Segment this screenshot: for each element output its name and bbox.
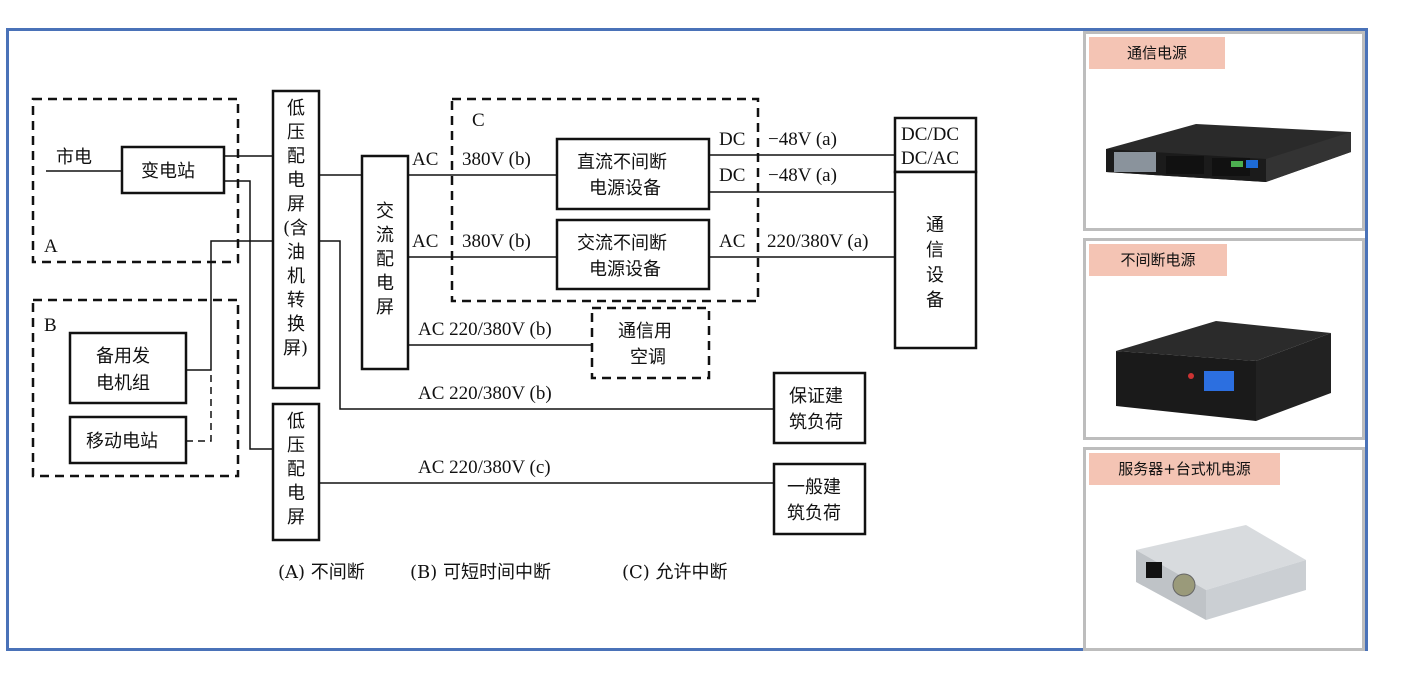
lv-main-char: 油 <box>287 242 305 263</box>
lv-main-char: 换 <box>287 314 305 335</box>
comm-eq-char: 设 <box>926 265 944 286</box>
ac-panel-char: 电 <box>376 273 394 294</box>
mobile-station-link <box>186 370 212 442</box>
ac3-prefix: AC <box>719 231 745 252</box>
ac1-value: 380V (b) <box>462 149 531 170</box>
generator-to-lv-main <box>186 240 272 371</box>
backup-generator-box <box>68 331 188 405</box>
card-title: 服务器+台式机电源 <box>1089 453 1280 485</box>
ac-ups-box <box>555 218 711 291</box>
substation-box <box>120 145 226 195</box>
card-server-psu: 服务器+台式机电源 <box>1083 447 1365 651</box>
comm-eq-char: 信 <box>926 240 944 261</box>
zone-a-label: A <box>44 236 58 257</box>
server-psu-image <box>1096 490 1352 640</box>
guaranteed-link-label: AC 220/380V (b) <box>418 383 552 404</box>
converter-box <box>893 116 978 174</box>
ac2-prefix: AC <box>412 231 438 252</box>
lv-main-char: 压 <box>287 122 305 143</box>
guaranteed-load-box <box>772 371 867 445</box>
dc-ups-line2: 电源设备 <box>589 178 661 199</box>
comm-aircon-box <box>590 306 711 380</box>
ups-image <box>1096 281 1352 429</box>
figure-frame <box>6 28 1368 651</box>
dc-ups-box <box>555 137 711 211</box>
converter-line1: DC/DC <box>901 124 959 145</box>
guaranteed-load-line1: 保证建 <box>789 386 843 407</box>
card-title: 不间断电源 <box>1089 244 1227 276</box>
dc1-prefix: DC <box>719 129 745 150</box>
ac-ups-line2: 电源设备 <box>589 259 661 280</box>
legend-c: (C) 允许中断 <box>622 562 728 583</box>
ac-panel-label: 交 流 配 电 屏 <box>376 201 394 318</box>
lv2-char: 配 <box>287 459 305 480</box>
card-telecom-power: 通信电源 <box>1083 31 1365 231</box>
backup-generator-line1: 备用发 <box>96 346 150 367</box>
substation-label: 变电站 <box>141 161 195 182</box>
lv2-char: 压 <box>287 435 305 456</box>
lv2-char: 屏 <box>287 507 305 528</box>
dc-ups-line1: 直流不间断 <box>577 152 667 173</box>
ac1-prefix: AC <box>412 149 438 170</box>
general-load-box <box>772 462 867 536</box>
card-ups: 不间断电源 <box>1083 238 1365 440</box>
lv-main-char: 屏 <box>287 194 305 215</box>
zone-c-boundary <box>450 97 760 303</box>
ac2-value: 380V (b) <box>462 231 531 252</box>
ac3-value: 220/380V (a) <box>767 231 869 252</box>
ac-panel-char: 交 <box>376 201 394 222</box>
lv-main-char: 低 <box>287 98 305 119</box>
zone-c-label: C <box>472 110 485 131</box>
lv-main-char: 转 <box>287 290 305 311</box>
ac-panel-char: 配 <box>376 249 394 270</box>
dc2-value: −48V (a) <box>768 165 837 186</box>
telecom-power-image <box>1096 74 1352 220</box>
comm-aircon-line2: 空调 <box>630 347 666 368</box>
mains-label: 市电 <box>56 147 92 168</box>
lv-main-to-guaranteed-load <box>319 240 774 410</box>
lv2-char: 低 <box>287 411 305 432</box>
lv-main-char: 屏) <box>283 338 308 359</box>
lv-panel-2-label: 低 压 配 电 屏 <box>287 411 305 528</box>
zone-b-label: B <box>44 315 57 336</box>
converter-line2: DC/AC <box>901 148 959 169</box>
zone-b-boundary <box>31 298 240 478</box>
lv-main-char: (含 <box>283 218 308 239</box>
ac-panel-char: 屏 <box>376 297 394 318</box>
lv-main-char: 配 <box>287 146 305 167</box>
ac-ups-line1: 交流不间断 <box>577 233 667 254</box>
comm-aircon-line1: 通信用 <box>618 321 672 342</box>
lv-main-char: 电 <box>287 170 305 191</box>
dc2-prefix: DC <box>719 165 745 186</box>
substation-to-lv-2 <box>224 180 272 450</box>
mobile-station-box <box>68 415 188 465</box>
comm-equipment-label: 通 信 设 备 <box>926 215 944 311</box>
lv-panel-main-label: 低 压 配 电 屏 (含 油 机 转 换 屏) <box>283 98 308 359</box>
power-supply-diagram: A 市电 变电站 B 备用发 电机组 移动电站 低 压 配 电 屏 (含 油 机… <box>31 89 978 583</box>
comm-eq-char: 通 <box>926 215 944 236</box>
legend-b: (B) 可短时间中断 <box>410 562 551 583</box>
dc1-value: −48V (a) <box>768 129 837 150</box>
lv-panel-2-box <box>271 402 321 542</box>
lv-main-char: 机 <box>287 266 305 287</box>
legend-a: (A) 不间断 <box>278 562 365 583</box>
general-load-line1: 一般建 <box>787 477 841 498</box>
lv2-char: 电 <box>287 483 305 504</box>
general-load-line2: 筑负荷 <box>787 503 841 524</box>
ac-panel-char: 流 <box>376 225 394 246</box>
general-link-label: AC 220/380V (c) <box>418 457 551 478</box>
comm-eq-char: 备 <box>926 290 944 311</box>
backup-generator-line2: 电机组 <box>96 373 150 394</box>
comm-equipment-box <box>893 170 978 350</box>
mobile-station-label: 移动电站 <box>86 431 158 452</box>
guaranteed-load-line2: 筑负荷 <box>789 412 843 433</box>
ac-panel-box <box>360 154 410 371</box>
aircon-link-label: AC 220/380V (b) <box>418 319 552 340</box>
lv-panel-main-box <box>271 89 321 390</box>
card-title: 通信电源 <box>1089 37 1225 69</box>
